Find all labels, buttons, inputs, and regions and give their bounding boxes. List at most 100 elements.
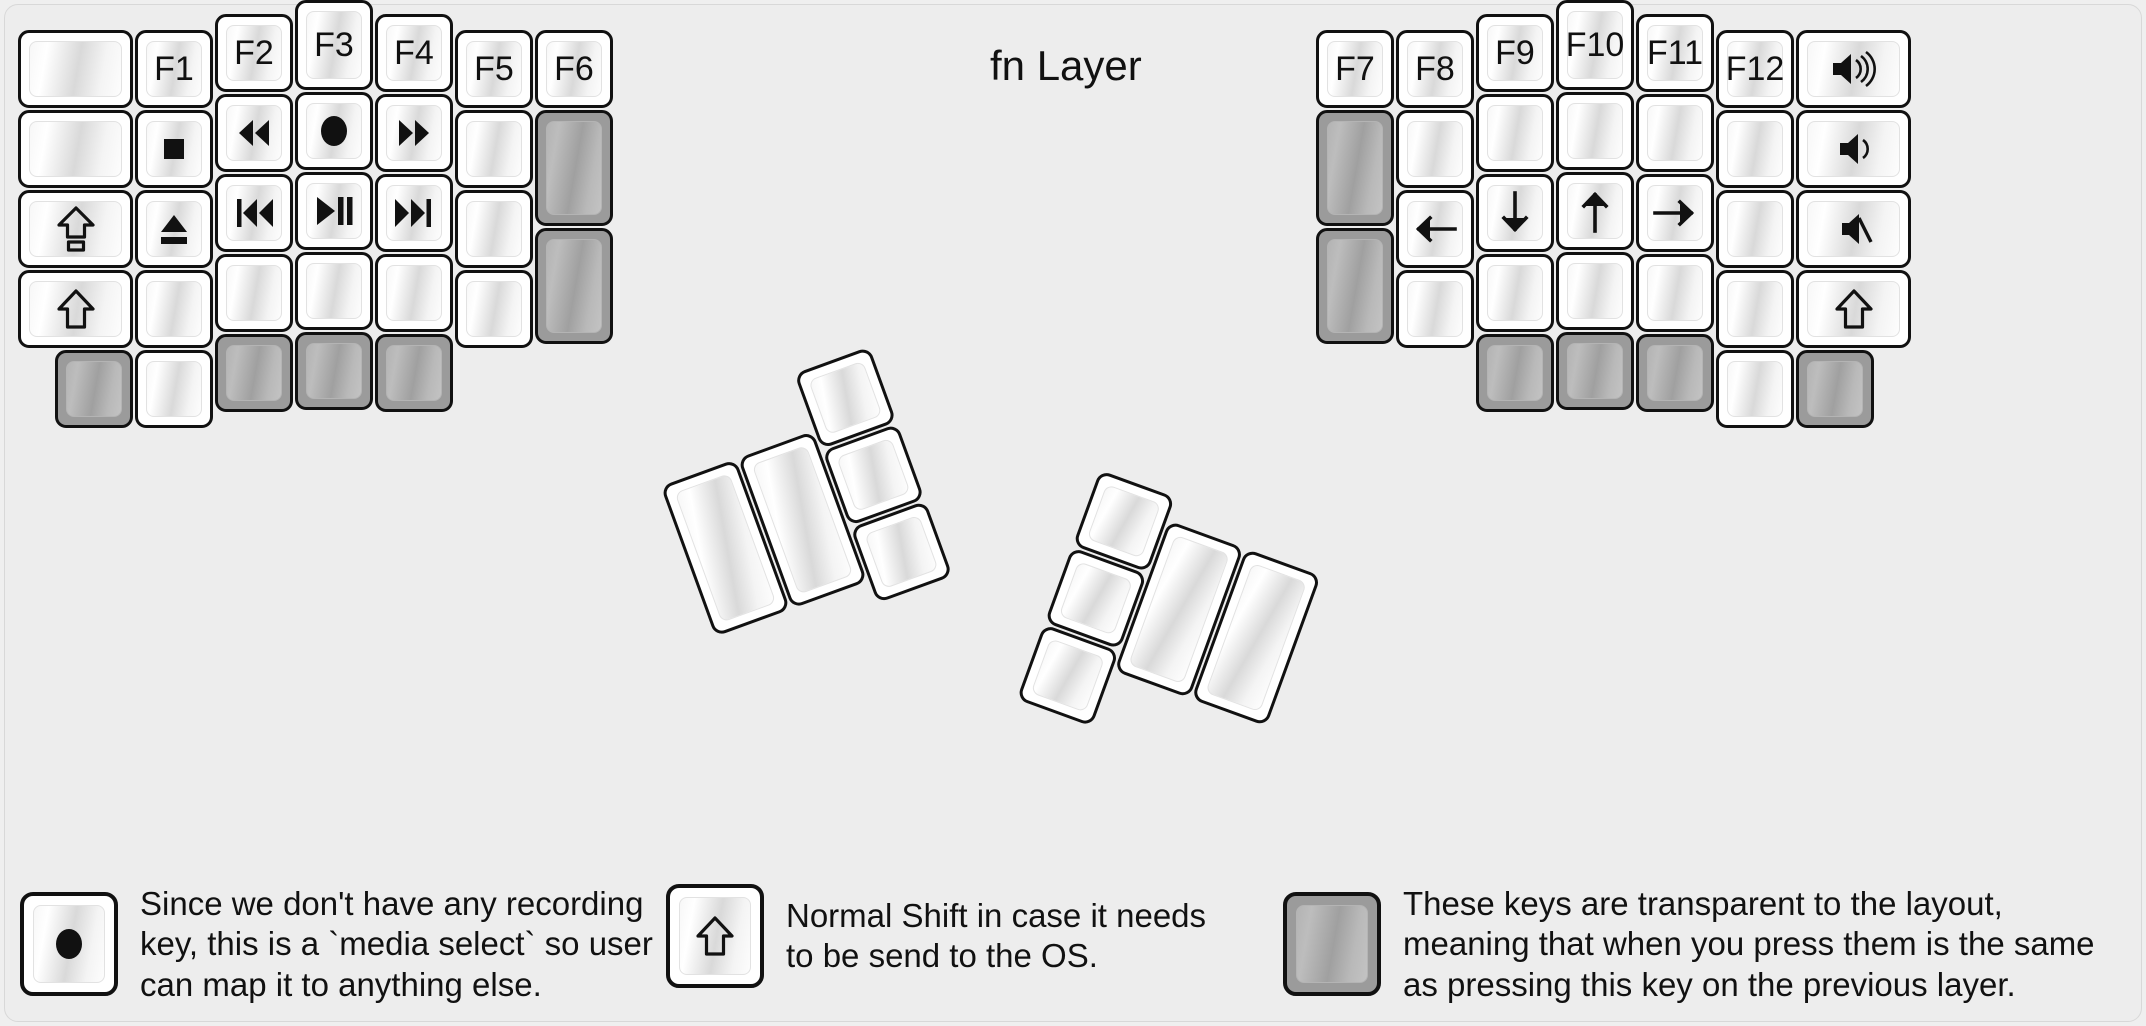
key-f4[interactable]: F4 [375,14,453,92]
key-blank-r5c6[interactable] [1716,350,1794,428]
key-blank-r2c2[interactable] [1396,110,1474,188]
key-label [1479,337,1551,409]
legend-transparent-key-text: These keys are transparent to the layout… [1403,885,2095,1003]
key-blank-l4c2[interactable] [135,270,213,348]
legend-record-key: Since we don't have any recording key, t… [20,884,653,1005]
key-f1[interactable]: F1 [135,30,213,108]
keycap-surface [1727,361,1783,417]
shift-icon [21,273,130,345]
legend-record-key-swatch [20,892,118,997]
key-transparent-l2c7[interactable] [535,110,613,226]
key-label [298,255,370,327]
key-label [1479,257,1551,329]
key-arrow-down[interactable] [1476,174,1554,252]
key-caps-lock[interactable] [18,190,133,268]
key-media-record[interactable] [295,92,373,170]
key-transparent-l5c1[interactable] [55,350,133,428]
key-blank-r2c5[interactable] [1636,94,1714,172]
key-label [298,335,370,407]
key-blank-l4c3[interactable] [215,254,293,332]
key-blank-l4c6[interactable] [455,270,533,348]
key-volume-mute[interactable] [1796,190,1911,268]
key-f3[interactable]: F3 [295,0,373,90]
key-media-previous[interactable] [215,174,293,252]
key-transparent-r2c1[interactable] [1316,110,1394,226]
key-label: F5 [474,50,514,88]
up-icon [1559,175,1631,247]
key-transparent-r5c4[interactable] [1556,332,1634,410]
key-blank-l2c1[interactable] [18,110,133,188]
key-blank-l5c2[interactable] [135,350,213,428]
key-blank-r2c4[interactable] [1556,92,1634,170]
key-label [1639,337,1711,409]
key-blank-r4c2[interactable] [1396,270,1474,348]
key-media-fast-forward[interactable] [375,94,453,172]
key-label [458,273,530,345]
key-blank-r4c3[interactable] [1476,254,1554,332]
legend-record-key-text: Since we don't have any recording key, t… [140,885,653,1003]
key-blank-r2c6[interactable] [1716,110,1794,188]
keycap-surface [29,121,122,177]
key-arrow-right[interactable] [1636,174,1714,252]
key-blank-l3c6[interactable] [455,190,533,268]
key-blank-r4c5[interactable] [1636,254,1714,332]
mute-icon [1799,193,1908,265]
key-label [218,337,290,409]
vol-down-icon [1799,113,1908,185]
key-transparent-l3c7[interactable] [535,228,613,344]
key-transparent-r3c1[interactable] [1316,228,1394,344]
key-f10[interactable]: F10 [1556,0,1634,90]
key-f6[interactable]: F6 [535,30,613,108]
keycap-surface [1407,41,1463,97]
key-transparent-r5c7[interactable] [1796,350,1874,428]
key-shift-right[interactable] [1796,270,1911,348]
key-f12[interactable]: F12 [1716,30,1794,108]
key-volume-up[interactable] [1796,30,1911,108]
key-media-play-pause[interactable] [295,172,373,250]
keycap-surface [146,281,202,337]
key-f8[interactable]: F8 [1396,30,1474,108]
key-f7[interactable]: F7 [1316,30,1394,108]
keycap-surface [1327,41,1383,97]
key-blank-l4c5[interactable] [375,254,453,332]
key-f9[interactable]: F9 [1476,14,1554,92]
key-media-eject[interactable] [135,190,213,268]
key-blank-r3c6[interactable] [1716,190,1794,268]
left-icon [1399,193,1471,265]
key-blank-l4c4[interactable] [295,252,373,330]
key-transparent-l5c5[interactable] [375,334,453,412]
key-label [1399,113,1471,185]
key-blank-r2c3[interactable] [1476,94,1554,172]
key-media-stop[interactable] [135,110,213,188]
key-blank-l1c1[interactable] [18,30,133,108]
key-f2[interactable]: F2 [215,14,293,92]
keycap-surface [466,41,522,97]
key-label [458,193,530,265]
key-media-rewind[interactable] [215,94,293,172]
key-media-next[interactable] [375,174,453,252]
key-arrow-left[interactable] [1396,190,1474,268]
key-transparent-l5c4[interactable] [295,332,373,410]
key-arrow-up[interactable] [1556,172,1634,250]
keycap-surface [226,25,282,81]
key-f5[interactable]: F5 [455,30,533,108]
keycap-surface [1567,343,1623,399]
key-shift-left[interactable] [18,270,133,348]
keycap-surface [146,361,202,417]
vol-up-icon [1799,33,1908,105]
key-volume-down[interactable] [1796,110,1911,188]
key-blank-r4c4[interactable] [1556,252,1634,330]
legend-transparent-key: These keys are transparent to the layout… [1283,884,2095,1005]
record-icon [24,896,114,992]
key-label [1559,335,1631,407]
keycap-surface [306,263,362,319]
keycap-surface [226,345,282,401]
key-blank-r4c6[interactable] [1716,270,1794,348]
key-transparent-r5c3[interactable] [1476,334,1554,412]
key-f11[interactable]: F11 [1636,14,1714,92]
key-transparent-l5c3[interactable] [215,334,293,412]
key-transparent-r5c5[interactable] [1636,334,1714,412]
key-blank-l2c6[interactable] [455,110,533,188]
